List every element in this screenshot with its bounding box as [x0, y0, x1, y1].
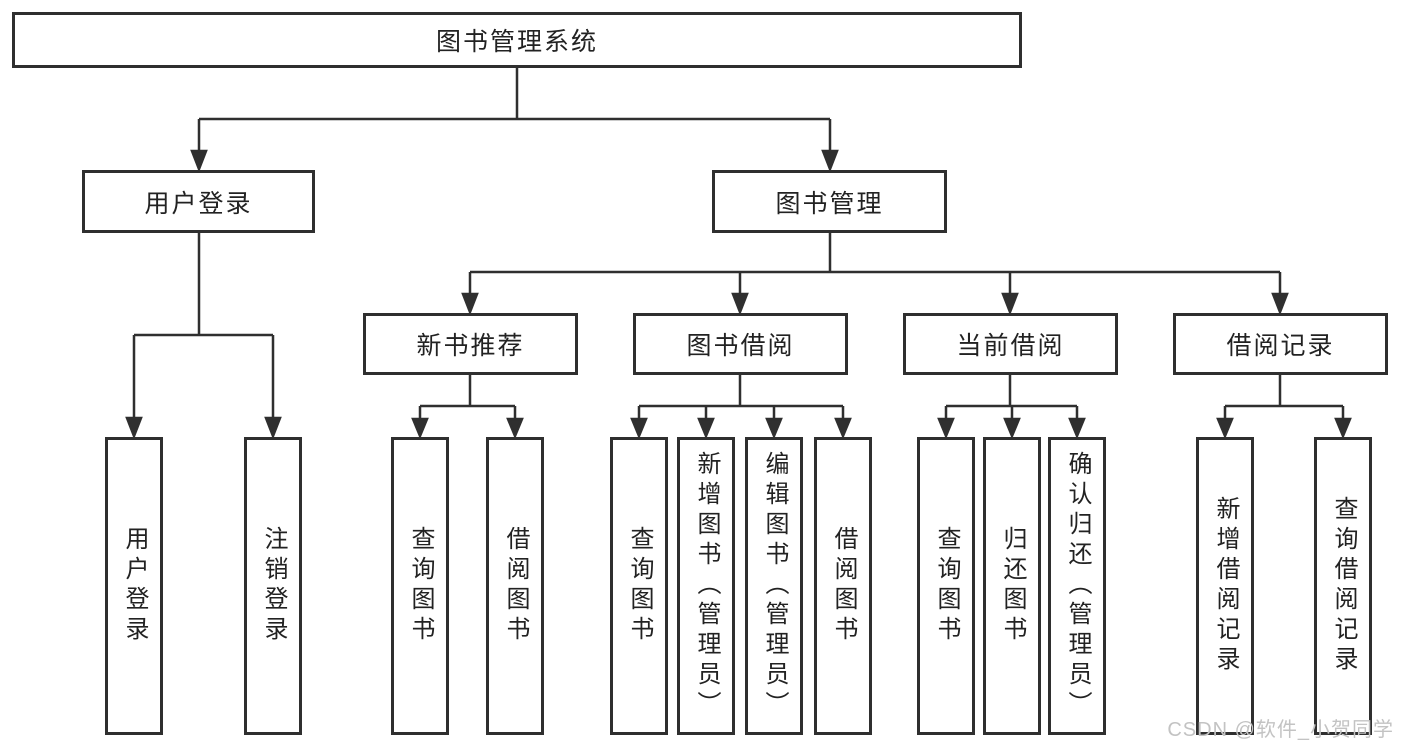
leaf-newbook-query-books: 查询图书	[391, 437, 449, 735]
arrow-down-icon	[190, 149, 208, 173]
node-book-borrow: 图书借阅	[633, 313, 848, 375]
node-new-book-recommend: 新书推荐	[363, 313, 578, 375]
leaf-borrow-edit-books-admin: 编辑图书（管理员）	[745, 437, 803, 735]
node-book-borrow-label: 图书借阅	[686, 332, 795, 360]
connector-new-book-to-leaves	[411, 375, 524, 440]
arrow-down-icon	[264, 416, 282, 440]
node-current-borrow-label: 当前借阅	[956, 332, 1065, 360]
arrow-down-icon	[411, 417, 429, 440]
leaf-label: 查询图书	[626, 526, 653, 646]
node-user-login-label: 用户登录	[144, 189, 253, 218]
connector-borrow-records-to-leaves	[1216, 375, 1352, 440]
leaf-label: 用户登录	[121, 526, 148, 646]
node-book-management-label: 图书管理	[775, 189, 884, 218]
connector-root-to-level2	[190, 68, 839, 173]
node-new-book-recommend-label: 新书推荐	[416, 332, 525, 360]
leaf-user-login: 用户登录	[105, 437, 163, 735]
leaf-logout: 注销登录	[244, 437, 302, 735]
arrow-down-icon	[125, 416, 143, 440]
leaf-label: 确认归还（管理员）	[1064, 451, 1091, 721]
connector-user-login-to-leaves	[125, 233, 282, 440]
leaf-records-query-record: 查询借阅记录	[1314, 437, 1372, 735]
leaf-label: 归还图书	[999, 526, 1026, 646]
leaf-current-return-books: 归还图书	[983, 437, 1041, 735]
arrow-down-icon	[461, 292, 479, 316]
node-borrow-records: 借阅记录	[1173, 313, 1388, 375]
leaf-label: 注销登录	[260, 526, 287, 646]
arrow-down-icon	[731, 292, 749, 316]
connector-current-borrow-to-leaves	[937, 375, 1086, 440]
connector-book-borrow-to-leaves	[630, 375, 852, 440]
arrow-down-icon	[697, 417, 715, 440]
arrow-down-icon	[1216, 417, 1234, 440]
node-root-label: 图书管理系统	[435, 28, 598, 56]
arrow-down-icon	[765, 417, 783, 440]
arrow-down-icon	[937, 417, 955, 440]
arrow-down-icon	[1068, 417, 1086, 440]
leaf-label: 借阅图书	[830, 526, 857, 646]
leaf-label: 编辑图书（管理员）	[761, 451, 788, 721]
leaf-current-confirm-return-admin: 确认归还（管理员）	[1048, 437, 1106, 735]
leaf-label: 查询图书	[933, 526, 960, 646]
leaf-current-query-books: 查询图书	[917, 437, 975, 735]
watermark: CSDN @软件_小贺同学	[1167, 719, 1394, 741]
arrow-down-icon	[630, 417, 648, 440]
leaf-newbook-borrow-books: 借阅图书	[486, 437, 544, 735]
node-borrow-records-label: 借阅记录	[1226, 332, 1335, 360]
connector-book-management-to-level3	[461, 233, 1289, 316]
arrow-down-icon	[1003, 417, 1021, 440]
arrow-down-icon	[1001, 292, 1019, 316]
node-root: 图书管理系统	[12, 12, 1022, 68]
node-user-login: 用户登录	[82, 170, 315, 233]
arrow-down-icon	[1271, 292, 1289, 316]
leaf-borrow-add-books-admin: 新增图书（管理员）	[677, 437, 735, 735]
arrow-down-icon	[834, 417, 852, 440]
leaf-label: 查询借阅记录	[1330, 496, 1357, 676]
leaf-label: 借阅图书	[502, 526, 529, 646]
node-current-borrow: 当前借阅	[903, 313, 1118, 375]
leaf-records-add-record: 新增借阅记录	[1196, 437, 1254, 735]
leaf-label: 新增借阅记录	[1212, 496, 1239, 676]
arrow-down-icon	[506, 417, 524, 440]
node-book-management: 图书管理	[712, 170, 947, 233]
leaf-label: 查询图书	[407, 526, 434, 646]
leaf-borrow-query-books: 查询图书	[610, 437, 668, 735]
arrow-down-icon	[1334, 417, 1352, 440]
arrow-down-icon	[821, 149, 839, 173]
leaf-borrow-borrow-books: 借阅图书	[814, 437, 872, 735]
leaf-label: 新增图书（管理员）	[693, 451, 720, 721]
